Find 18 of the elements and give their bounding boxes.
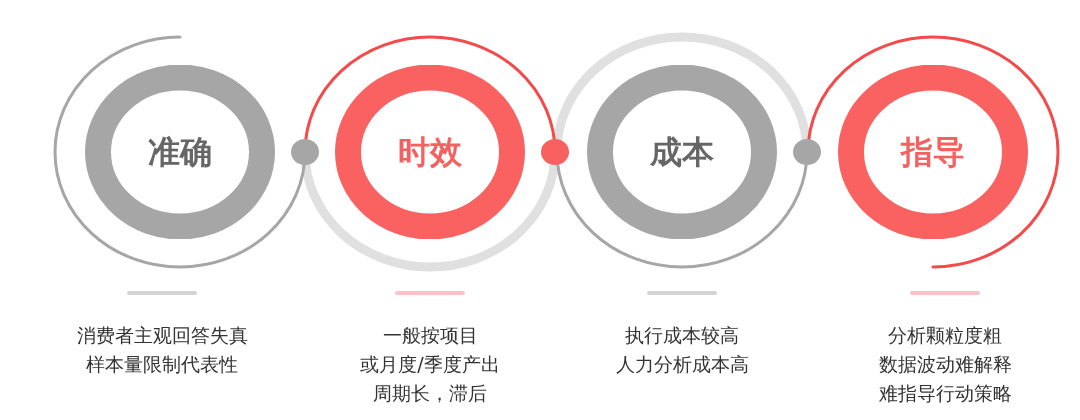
description-text: 人力分析成本高 — [615, 352, 749, 377]
description-text: 或月度/季度产出 — [360, 352, 500, 377]
description-text: 一般按项目 — [382, 323, 478, 348]
description-text: 难指导行动策略 — [878, 381, 1012, 406]
ring-label: 指导 — [899, 132, 966, 172]
description-text: 样本量限制代表性 — [86, 352, 238, 377]
ring-label: 成本 — [649, 132, 715, 172]
ring-badge — [85, 65, 275, 239]
description-text: 数据波动难解释 — [878, 352, 1012, 377]
ring-badge — [335, 65, 525, 239]
ring-label: 准确 — [147, 132, 213, 172]
ring-badge — [838, 65, 1028, 239]
description-text: 分析颗粒度粗 — [888, 323, 1002, 348]
ring-badge — [587, 65, 777, 239]
description-text: 周期长，滞后 — [373, 381, 487, 406]
description-text: 执行成本较高 — [625, 323, 739, 348]
ring-label: 时效 — [397, 132, 463, 172]
description-text: 消费者主观回答失真 — [76, 323, 248, 348]
